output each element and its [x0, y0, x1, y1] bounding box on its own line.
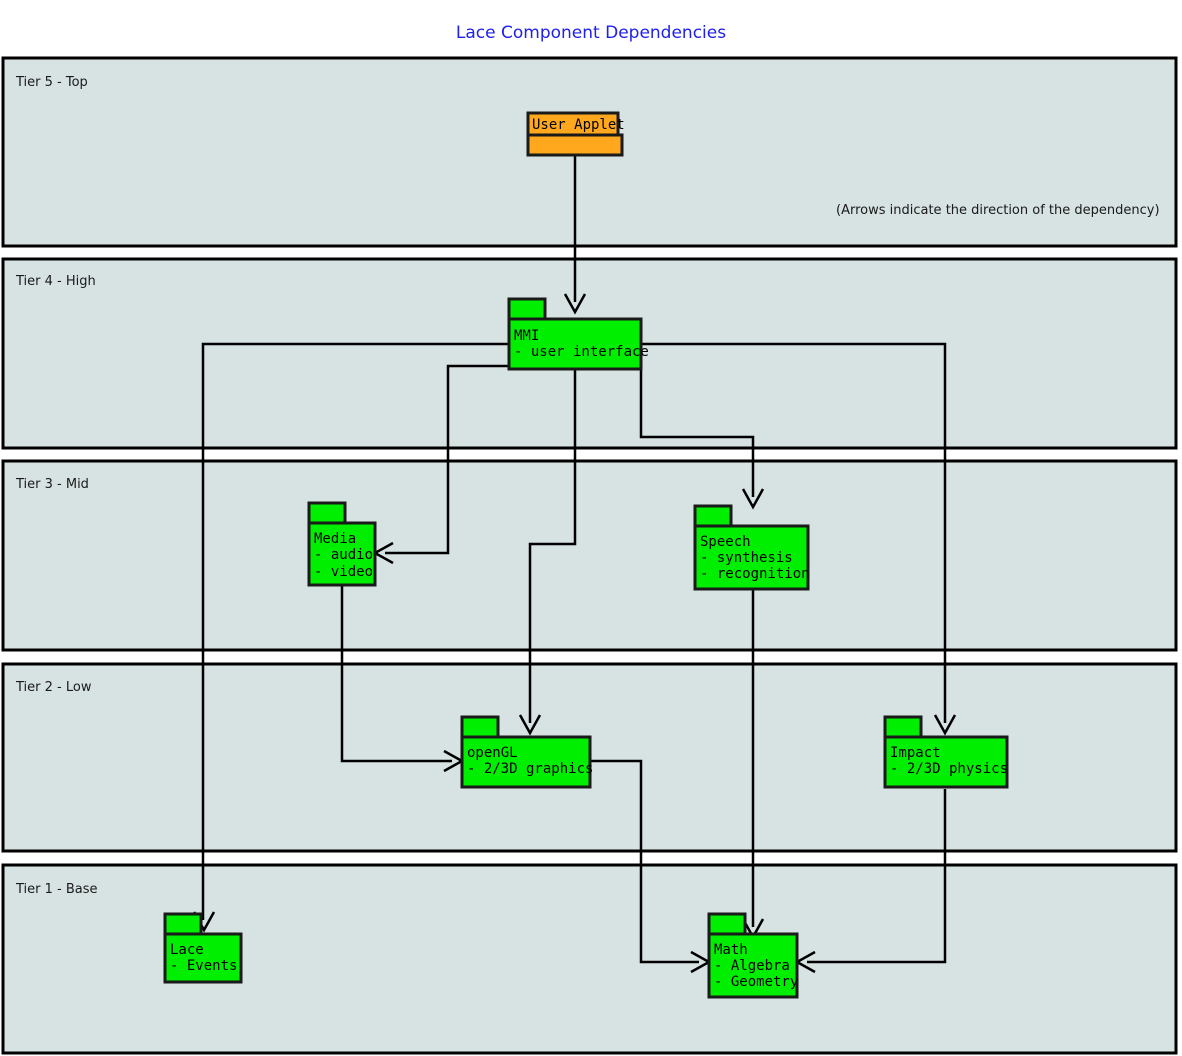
package-lace-name: Lace	[170, 942, 204, 958]
arrowhead-speech-top	[741, 488, 765, 510]
package-math-item-0: - Algebra	[714, 958, 790, 974]
package-speech[interactable]: Speech - synthesis - recognition	[693, 504, 810, 591]
connector-mmi-to-impact	[641, 342, 947, 723]
package-impact-body	[883, 735, 1009, 789]
package-impact-tab	[883, 715, 923, 739]
package-lace-body	[163, 932, 243, 984]
package-lace-item-0: - Events	[170, 958, 237, 974]
tier-label-tier5: Tier 5 - Top	[15, 75, 88, 90]
tier-label-tier4: Tier 4 - High	[15, 274, 96, 289]
package-opengl[interactable]: openGL - 2/3D graphics	[460, 715, 593, 789]
package-media-tab	[307, 501, 347, 525]
tier-label-tier3: Tier 3 - Mid	[15, 477, 89, 492]
tier-label-tier1: Tier 1 - Base	[15, 882, 98, 897]
package-opengl-tab	[460, 715, 500, 739]
tier-container-tier3	[1, 459, 1178, 652]
package-impact[interactable]: Impact - 2/3D physics	[883, 715, 1009, 789]
arrowhead-mmi-top	[563, 293, 587, 315]
package-math[interactable]: Math - Algebra - Geometry	[707, 912, 799, 999]
connector-impact-to-math	[807, 789, 947, 964]
connector-mmi-to-opengl	[528, 369, 577, 723]
package-mmi-body	[507, 317, 643, 371]
arrowhead-opengl-top	[518, 714, 542, 736]
package-speech-tab	[693, 504, 733, 528]
package-user-applet[interactable]: User Applet	[526, 111, 625, 157]
package-opengl-item-0: - 2/3D graphics	[467, 761, 593, 777]
connector-mmi-to-lace	[201, 342, 509, 920]
package-math-body	[707, 932, 799, 999]
package-user-applet-body	[526, 133, 624, 157]
package-opengl-name: openGL	[467, 745, 518, 761]
connector-media-to-opengl	[340, 585, 452, 763]
package-mmi-tab	[507, 297, 547, 321]
package-speech-name: Speech	[700, 534, 751, 550]
page-title: Lace Component Dependencies	[456, 23, 726, 43]
package-math-tab	[707, 912, 747, 936]
connector-mmi-to-speech	[639, 369, 755, 497]
package-speech-body	[693, 524, 810, 591]
package-impact-name: Impact	[890, 745, 941, 761]
package-media-item-1: - video	[314, 564, 373, 580]
package-math-item-1: - Geometry	[714, 974, 798, 990]
package-media[interactable]: Media - audio - video	[307, 501, 377, 587]
tier-label-tier2: Tier 2 - Low	[15, 680, 92, 695]
package-speech-item-0: - synthesis	[700, 550, 793, 566]
package-lace-tab	[163, 912, 203, 936]
package-mmi-name: MMI	[514, 328, 539, 344]
package-mmi[interactable]: MMI - user interface	[507, 297, 649, 371]
package-media-item-0: - audio	[314, 547, 373, 563]
package-lace[interactable]: Lace - Events	[163, 912, 243, 984]
arrowhead-impact-top	[933, 714, 957, 736]
package-media-name: Media	[314, 531, 356, 547]
package-opengl-body	[460, 735, 592, 789]
package-impact-item-0: - 2/3D physics	[890, 761, 1008, 777]
package-speech-item-1: - recognition	[700, 566, 810, 582]
connector-mmi-to-media	[385, 364, 509, 555]
connector-opengl-to-math	[590, 759, 699, 964]
package-mmi-item-0: - user interface	[514, 344, 649, 360]
package-user-applet-name: User Applet	[532, 117, 625, 133]
package-media-body	[307, 521, 377, 587]
dependency-direction-note: (Arrows indicate the direction of the de…	[836, 203, 1160, 218]
package-math-name: Math	[714, 942, 748, 958]
